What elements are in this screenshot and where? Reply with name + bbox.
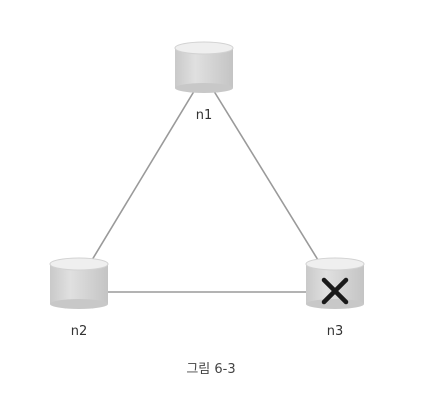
- edges: [91, 87, 319, 293]
- node-label-n2: n2: [71, 324, 88, 339]
- database-icon: [49, 257, 109, 309]
- node-n1: n1: [174, 41, 234, 123]
- x-mark-icon: [321, 277, 349, 305]
- figure-caption: 그림 6-3: [186, 362, 235, 377]
- node-label-n3: n3: [327, 324, 344, 339]
- database-icon: [305, 257, 365, 309]
- edge-n1-n3: [211, 87, 319, 261]
- node-label-n1: n1: [196, 108, 213, 123]
- edge-n1-n2: [91, 87, 197, 261]
- node-n2: n2: [49, 257, 109, 339]
- node-n3: n3: [305, 257, 365, 339]
- database-icon: [174, 41, 234, 93]
